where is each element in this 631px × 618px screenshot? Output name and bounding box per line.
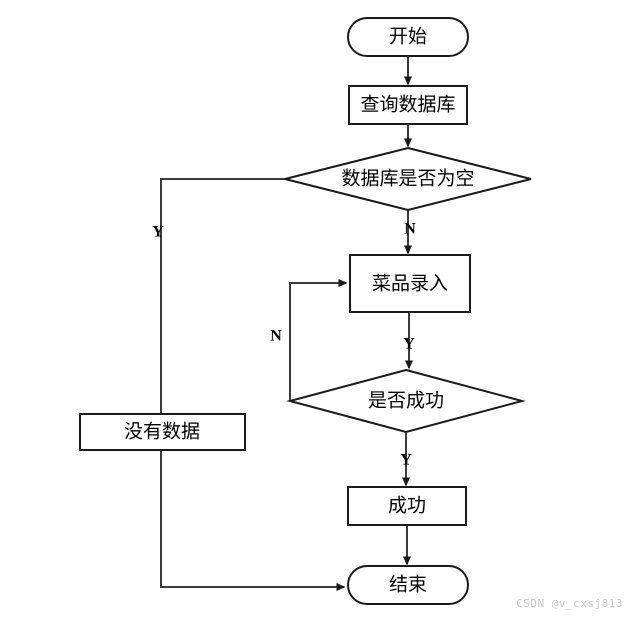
- node-start-shape: [347, 17, 469, 57]
- edge-label-entry-yes: Y: [403, 336, 415, 353]
- edge-successq-no-to-entry: [289, 279, 348, 401]
- node-end-label: 结束: [389, 573, 427, 595]
- csdn-watermark: CSDN @v_cxsj813: [516, 597, 623, 610]
- node-no-data-shape: [79, 413, 246, 451]
- node-success-shape: [347, 486, 467, 526]
- node-success-label: 成功: [388, 494, 426, 516]
- edge-label-isempty-no: N: [404, 221, 416, 238]
- node-no-data[interactable]: 没有数据: [79, 413, 246, 451]
- nodes-layer: 开始 查询数据库 数据库是否为空 菜品录入 是否成功: [79, 17, 532, 605]
- node-is-database-empty-shape: [284, 146, 532, 212]
- edge-isempty-yes-to-nodata-end: [160, 178, 346, 591]
- node-no-data-label: 没有数据: [124, 420, 200, 442]
- node-dish-entry-label: 菜品录入: [372, 272, 448, 294]
- node-end-shape: [347, 565, 469, 605]
- edge-labels-layer: N Y Y N Y: [152, 221, 416, 469]
- node-success[interactable]: 成功: [347, 486, 467, 526]
- node-query-database[interactable]: 查询数据库: [348, 85, 468, 125]
- node-is-successful-label: 是否成功: [368, 389, 444, 411]
- edge-label-successq-no: N: [270, 328, 282, 345]
- node-dish-entry[interactable]: 菜品录入: [349, 254, 471, 313]
- node-start[interactable]: 开始: [347, 17, 469, 57]
- node-end[interactable]: 结束: [347, 565, 469, 605]
- node-is-successful[interactable]: 是否成功: [286, 368, 526, 434]
- node-query-database-shape: [348, 85, 468, 125]
- edge-label-isempty-yes: Y: [152, 224, 164, 241]
- node-dish-entry-shape: [349, 254, 471, 313]
- node-is-database-empty[interactable]: 数据库是否为空: [284, 146, 532, 212]
- node-is-successful-shape: [286, 368, 526, 434]
- node-is-database-empty-label: 数据库是否为空: [341, 167, 474, 189]
- node-start-label: 开始: [389, 25, 427, 47]
- node-query-database-label: 查询数据库: [360, 93, 455, 115]
- edges-layer: [160, 56, 413, 591]
- edge-label-successq-yes: Y: [400, 452, 412, 469]
